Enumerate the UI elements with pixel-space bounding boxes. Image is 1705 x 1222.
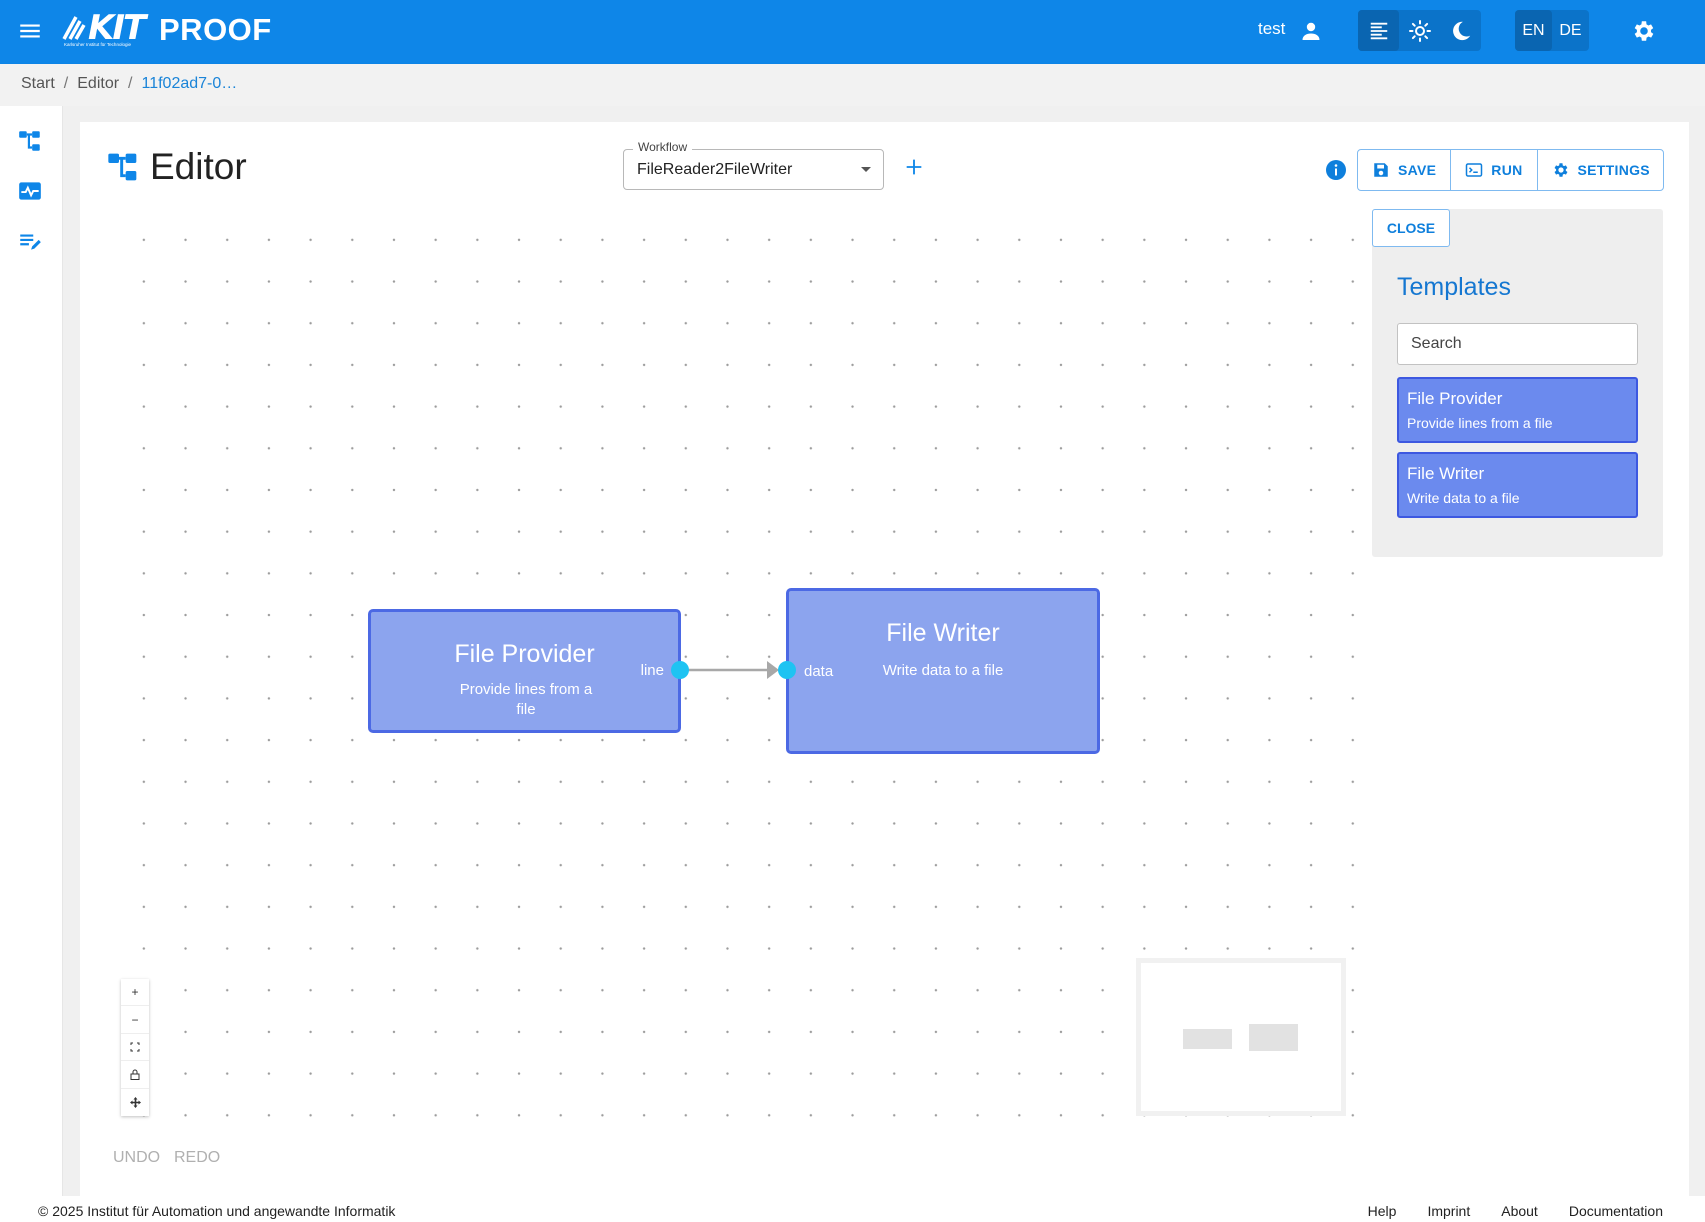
workflow-select[interactable]: Workflow FileReader2FileWriter	[623, 140, 884, 190]
save-icon	[1374, 163, 1388, 177]
close-templates-button[interactable]: CLOSE	[1372, 209, 1450, 247]
save-button-label: SAVE	[1398, 162, 1437, 178]
kit-logo[interactable]: KIT Karlsruher Institut für Technologie	[62, 8, 146, 49]
zoom-controls: + −	[121, 979, 149, 1116]
node-file-provider[interactable]: File Provider Provide lines from a file …	[368, 609, 681, 733]
lang-de-button[interactable]: DE	[1559, 21, 1582, 39]
lock-icon	[130, 1069, 140, 1080]
template-item-file-provider[interactable]: File Provider Provide lines from a file	[1397, 377, 1638, 443]
template-item-file-writer[interactable]: File Writer Write data to a file	[1397, 452, 1638, 518]
workflow-editor-icon[interactable]	[17, 128, 43, 154]
template-item-desc: Write data to a file	[1407, 490, 1520, 506]
language-toggle-group: EN DE	[1515, 10, 1589, 51]
breadcrumb-bar: Start / Editor / 11f02ad7-0…	[0, 64, 1705, 106]
light-theme-button[interactable]	[1399, 10, 1440, 51]
templates-search-input[interactable]	[1397, 323, 1638, 365]
zoom-in-button[interactable]: +	[121, 979, 149, 1007]
minimap[interactable]	[1136, 958, 1346, 1116]
input-port-label: data	[804, 663, 834, 680]
copyright-text: © 2025 Institut für Automation und angew…	[38, 1203, 396, 1219]
template-item-title: File Provider	[1407, 389, 1503, 408]
user-name[interactable]: test	[1258, 19, 1286, 38]
kit-logo-mark	[62, 16, 86, 40]
gear-icon[interactable]	[1631, 18, 1657, 44]
undo-button[interactable]: UNDO	[113, 1149, 161, 1166]
fit-view-icon	[130, 1042, 140, 1052]
templates-panel: CLOSE Templates File Provider Provide li…	[1372, 209, 1663, 557]
add-workflow-icon[interactable]	[903, 156, 925, 178]
settings-button[interactable]: SETTINGS	[1538, 150, 1664, 190]
dark-theme-button[interactable]	[1440, 10, 1481, 51]
workflow-select-label: Workflow	[633, 140, 693, 154]
user-icon[interactable]	[1299, 19, 1323, 43]
lock-button[interactable]	[121, 1061, 149, 1089]
breadcrumb-current[interactable]: 11f02ad7-0…	[141, 75, 238, 92]
sun-icon	[1408, 19, 1431, 42]
menu-icon[interactable]	[17, 18, 43, 44]
moon-icon	[1452, 21, 1470, 40]
page-title: Editor	[150, 146, 247, 187]
settings-button-label: SETTINGS	[1577, 162, 1650, 178]
templates-title: Templates	[1397, 273, 1511, 301]
footer-links: Help Imprint About Documentation	[1368, 1203, 1663, 1219]
footer-link-help[interactable]: Help	[1367, 1203, 1397, 1219]
template-item-desc: Provide lines from a file	[1407, 415, 1553, 431]
move-button[interactable]	[121, 1089, 149, 1116]
zoom-out-button[interactable]: −	[121, 1006, 149, 1034]
app-header: KIT Karlsruher Institut für Technologie …	[0, 0, 1705, 64]
theme-toggle-group	[1358, 10, 1481, 51]
breadcrumb-separator: /	[128, 75, 133, 92]
breadcrumb: Start / Editor / 11f02ad7-0…	[21, 75, 237, 93]
workflow-editor-icon	[108, 153, 137, 181]
breadcrumb-start[interactable]: Start	[21, 75, 55, 92]
node-file-writer[interactable]: File Writer Write data to a file data	[786, 588, 1100, 754]
lang-en-button[interactable]: EN	[1515, 10, 1552, 51]
gear-icon	[1554, 163, 1567, 177]
save-button[interactable]: SAVE	[1358, 150, 1452, 190]
auto-theme-button[interactable]	[1358, 10, 1399, 51]
kit-logo-text: KIT	[88, 8, 146, 48]
info-icon[interactable]	[1324, 158, 1348, 182]
caret-down-icon	[861, 167, 871, 172]
node-description: Write data to a file	[882, 662, 1004, 679]
node-title: File Provider	[454, 640, 595, 668]
editor-actions: SAVE RUN SETTINGS	[1357, 149, 1664, 191]
run-button-label: RUN	[1491, 162, 1523, 178]
edit-notes-icon[interactable]	[17, 228, 43, 254]
redo-button[interactable]: REDO	[174, 1149, 221, 1166]
breadcrumb-editor[interactable]: Editor	[77, 75, 120, 92]
workflow-select-value: FileReader2FileWriter	[637, 161, 793, 178]
side-rail	[0, 106, 63, 1196]
footer: © 2025 Institut für Automation und angew…	[0, 1196, 1705, 1222]
app-title[interactable]: PROOF	[159, 12, 272, 47]
text-align-icon	[1370, 22, 1387, 39]
kit-logo-subtext: Karlsruher Institut für Technologie	[64, 42, 131, 47]
terminal-icon	[1466, 163, 1483, 177]
breadcrumb-separator: /	[63, 75, 69, 92]
template-item-title: File Writer	[1407, 464, 1485, 483]
move-icon	[129, 1096, 141, 1108]
footer-link-imprint[interactable]: Imprint	[1427, 1203, 1471, 1219]
fit-view-button[interactable]	[121, 1034, 149, 1062]
node-title: File Writer	[886, 619, 1000, 647]
monitor-icon[interactable]	[17, 178, 43, 204]
minimap-node-provider	[1183, 1029, 1232, 1049]
run-button[interactable]: RUN	[1451, 150, 1538, 190]
footer-link-about[interactable]: About	[1501, 1203, 1538, 1219]
output-port-label: line	[640, 662, 664, 679]
minimap-node-writer	[1249, 1024, 1298, 1051]
footer-link-documentation[interactable]: Documentation	[1568, 1203, 1663, 1219]
node-description: Provide lines from a file	[459, 681, 593, 718]
